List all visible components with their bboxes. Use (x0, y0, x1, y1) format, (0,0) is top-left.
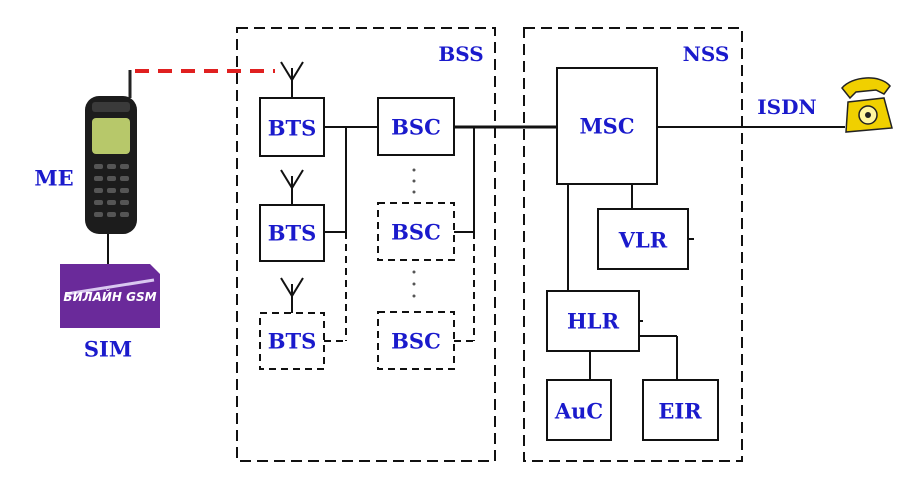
bts-box-1 (259, 97, 325, 157)
bsc-msc-links (454, 125, 557, 233)
nss-links (567, 126, 845, 380)
nss-label: NSS (682, 42, 730, 66)
sim-label: SIM (83, 336, 133, 362)
sim-card-brand: БИЛАЙН GSM (63, 289, 156, 304)
bts-2-label: BTS (267, 220, 317, 246)
me-label: ME (34, 165, 74, 191)
msc-box (556, 67, 658, 185)
auc-box (546, 379, 612, 441)
bsc-box-3 (377, 311, 455, 370)
bsc-box-1 (377, 97, 455, 156)
antenna-icon (280, 61, 304, 98)
bts-bsc-links-dashed (324, 232, 347, 342)
bsc-ellipsis (412, 168, 416, 298)
bsc-1-label: BSC (391, 114, 441, 140)
eir-label: EIR (658, 398, 702, 424)
hlr-label: HLR (566, 308, 620, 334)
sim-card-icon: БИЛАЙН GSM (60, 264, 160, 328)
bts-box-3 (259, 312, 325, 370)
bts-3-label: BTS (267, 328, 317, 354)
msc-label: MSC (579, 113, 635, 139)
hlr-box (546, 290, 640, 352)
bsc-2-label: BSC (391, 219, 441, 245)
bts-1-label: BTS (267, 115, 317, 141)
bsc-3-label: BSC (391, 328, 441, 354)
auc-label: AuC (554, 398, 604, 424)
bts-bsc-links (324, 126, 378, 233)
telephone-icon (841, 77, 893, 133)
isdn-label: ISDN (757, 95, 817, 119)
antenna-icon (280, 277, 304, 313)
bss-label: BSS (438, 42, 484, 66)
bsc-box-2 (377, 202, 455, 261)
antenna-icon (280, 169, 304, 205)
vlr-label: VLR (618, 227, 668, 253)
bss-frame (236, 27, 496, 462)
bsc-msc-links-dashed (454, 232, 475, 342)
eir-box (642, 379, 719, 441)
nss-frame (523, 27, 743, 462)
mobile-phone-icon (85, 70, 137, 234)
